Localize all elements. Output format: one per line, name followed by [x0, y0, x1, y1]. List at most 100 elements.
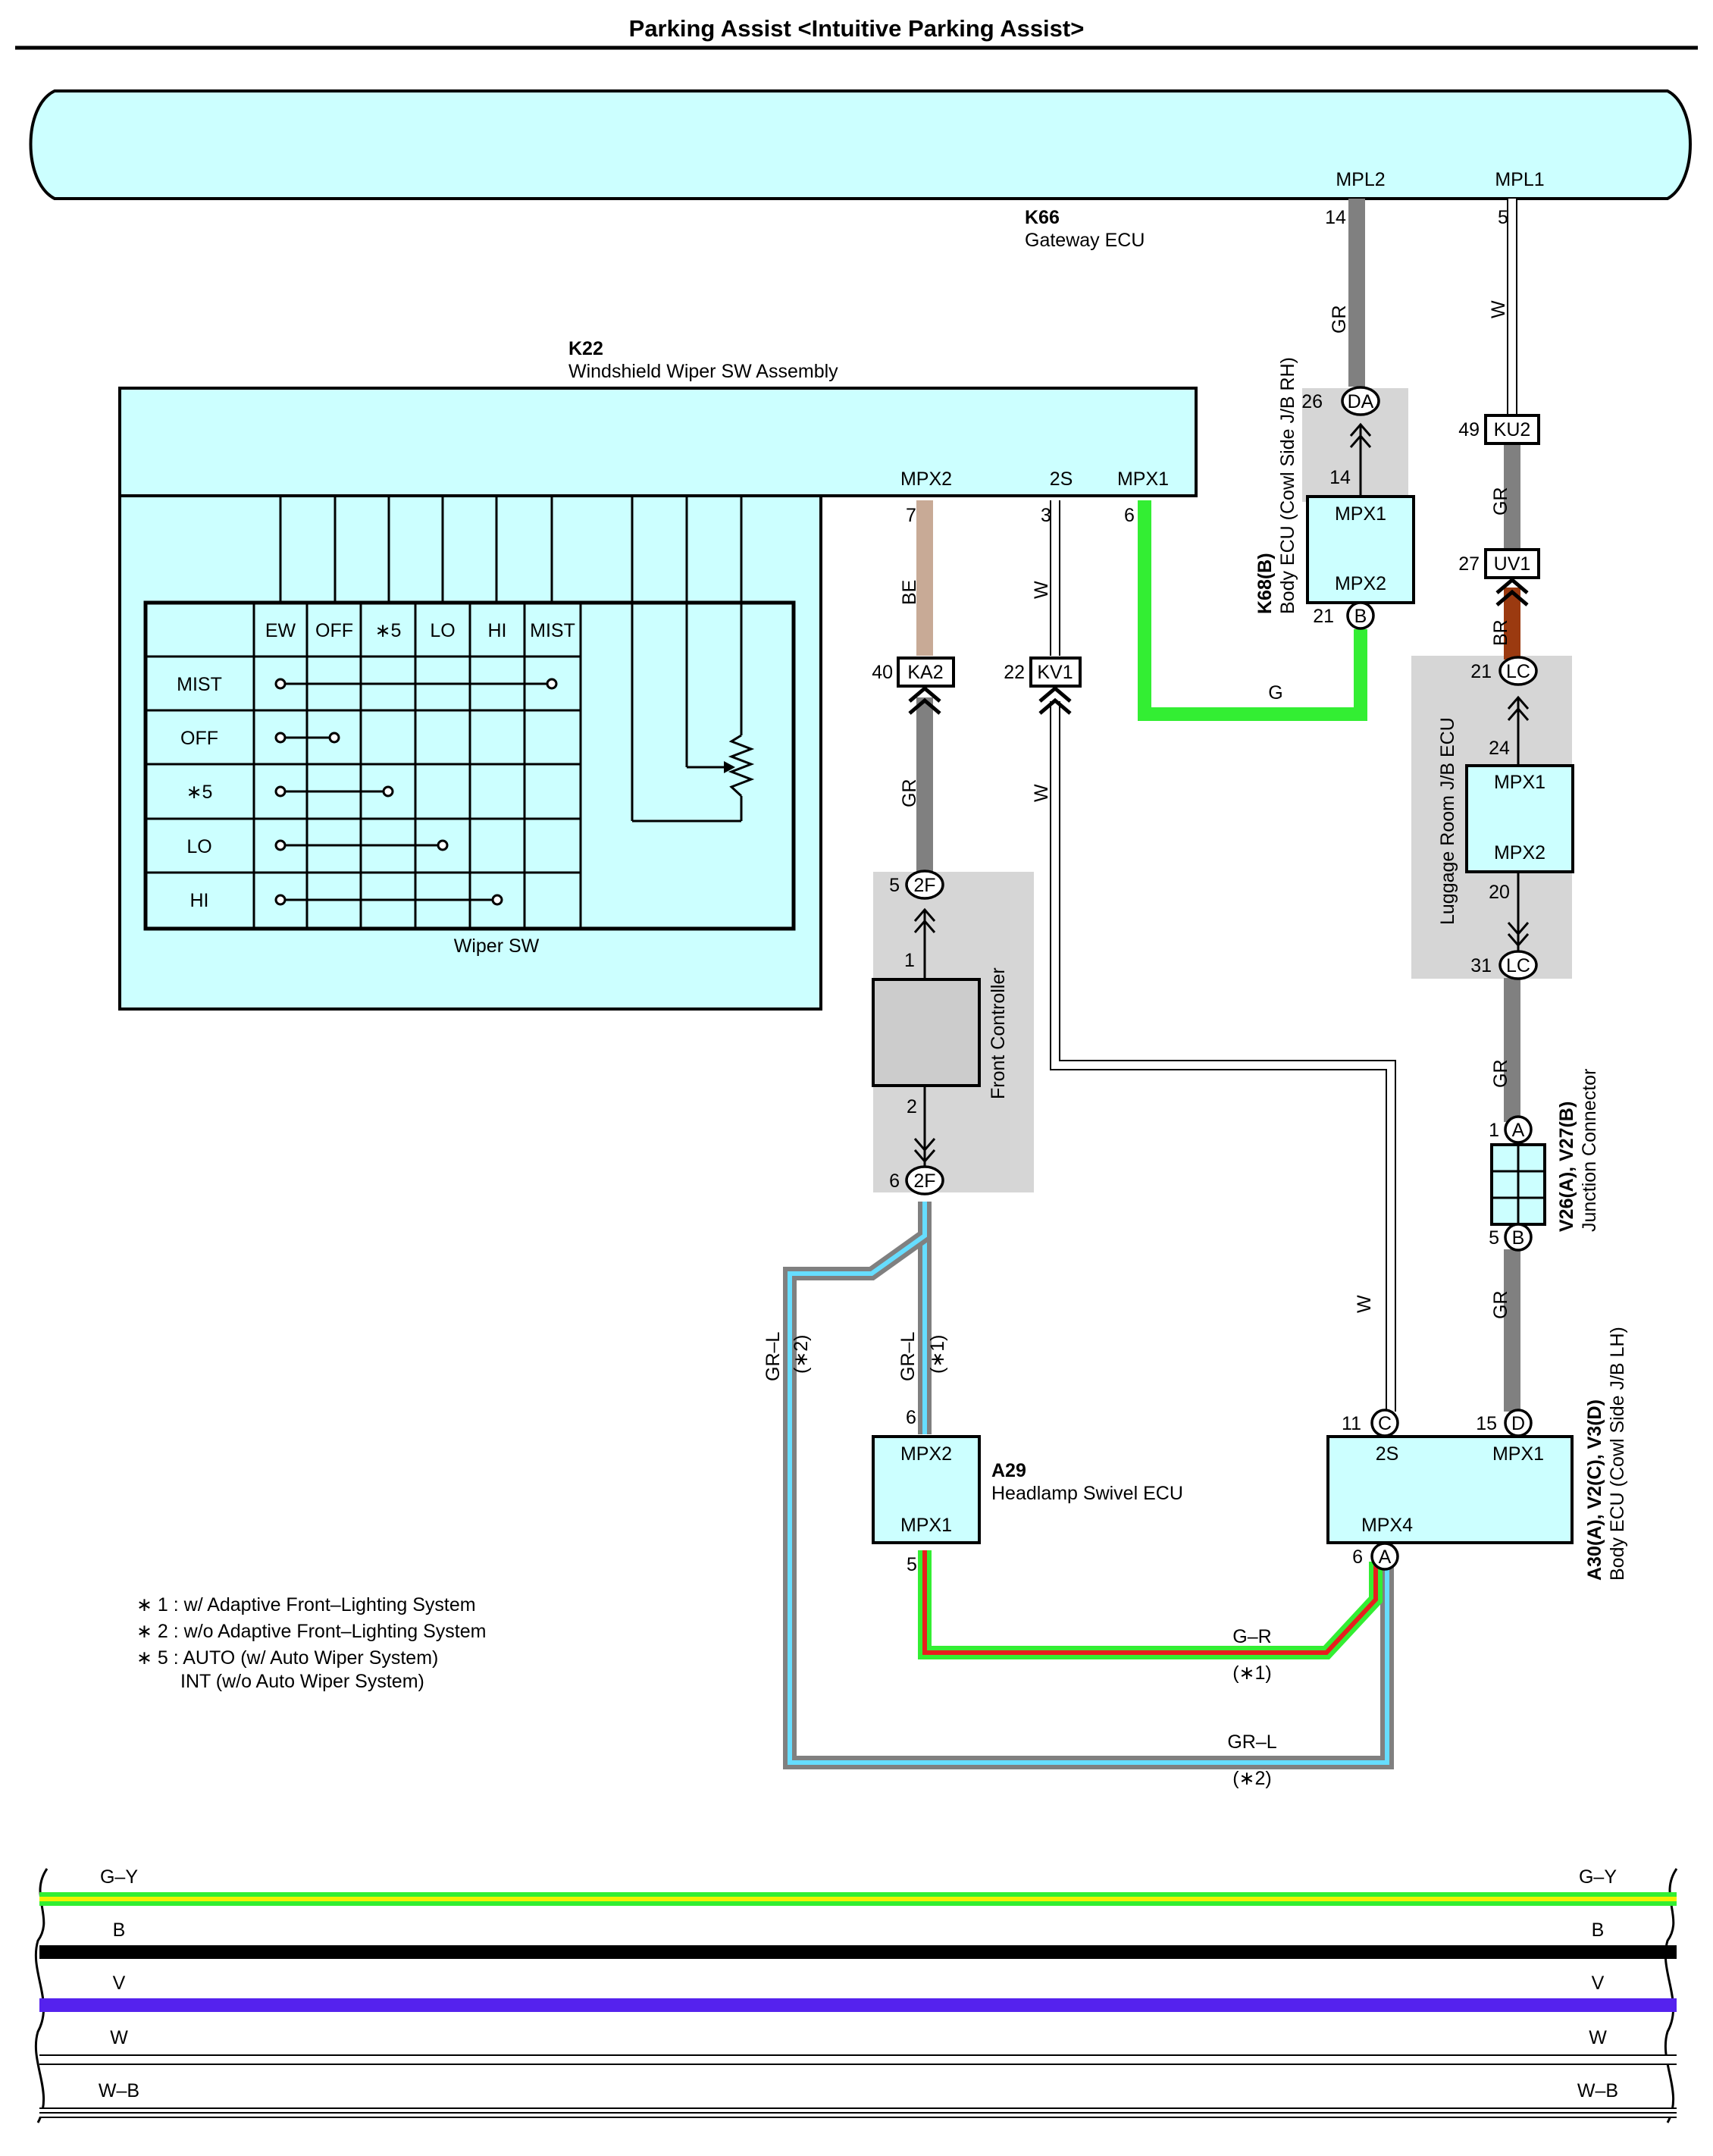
pin-6-2f: 6: [889, 1170, 900, 1192]
front-controller-name: Front Controller: [988, 967, 1009, 1099]
wiper-row-mist: MIST: [177, 674, 222, 695]
wire-label-g: G: [1268, 682, 1282, 704]
k68-da-arrow: [1349, 422, 1372, 448]
junction-pin-b: [1504, 1223, 1533, 1252]
a29-pin-mpx1: MPX1: [900, 1515, 952, 1536]
pin-6-a30: 6: [1352, 1546, 1363, 1568]
k68-pin-mpx2: MPX2: [1335, 573, 1386, 594]
wire-label-a30-w: W: [1354, 1295, 1375, 1313]
fc-in-arrow: [913, 907, 936, 933]
wire-label-junction-gr: GR: [1490, 1291, 1511, 1320]
wire-label-ku2-gr: GR: [1490, 487, 1511, 516]
pin-11: 11: [1342, 1413, 1361, 1434]
k22-pin-2s: 2S: [1050, 468, 1073, 490]
connector-2f-top: [905, 870, 944, 900]
bus-label-w-left: W: [110, 2027, 128, 2048]
resistor-symbol: [728, 734, 755, 798]
a30-code: A30(A), V2(C), V3(D): [1584, 1399, 1605, 1581]
pin-40: 40: [872, 662, 893, 683]
a29-code: A29: [991, 1460, 1026, 1481]
wiper-switch: EW OFF ∗5 LO HI MIST MIST OFF ∗5 LO HI W…: [143, 496, 796, 957]
wire-label-mpl2-gr: GR: [1329, 306, 1350, 334]
bus-label-v-left: V: [113, 1973, 126, 1994]
gateway-ecu-bus: [29, 89, 1692, 200]
front-controller-box: [872, 978, 981, 1087]
k22-pin-mpx2: MPX2: [900, 468, 952, 490]
junction-pin-a-label: A: [1512, 1120, 1525, 1141]
wire-label-be: BE: [899, 580, 920, 605]
k68-pin-14: 14: [1329, 467, 1351, 488]
a30-pin-mpx4: MPX4: [1361, 1515, 1413, 1536]
lc-bot-arrow: [1507, 922, 1530, 948]
wire-note-gr-r: (∗1): [1232, 1662, 1272, 1684]
wire-kv1-a30-w-outline: [1050, 701, 1396, 1412]
connector-da: [1341, 386, 1380, 416]
wiper-switch-grid: [146, 603, 581, 929]
wiper-col-ew: EW: [265, 620, 296, 641]
connector-lc-top: [1498, 656, 1538, 686]
luggage-pin-mpx1: MPX1: [1494, 772, 1545, 793]
connector-2f-bottom: [905, 1165, 944, 1196]
uv1-arrow: [1495, 577, 1529, 606]
wire-note-left: (∗2): [791, 1334, 812, 1374]
bus-label-w-right: W: [1589, 2027, 1607, 2048]
bus-wire-bundle: G–Y G–Y B B V V W W W–B W–B: [34, 1866, 1678, 2123]
ka2-arrow: [908, 685, 941, 715]
a30-pin-mpx1: MPX1: [1492, 1443, 1544, 1465]
wire-label-grl-a29: GR–L: [897, 1332, 919, 1381]
pin-49: 49: [1458, 419, 1480, 440]
a30-pin-2s: 2S: [1376, 1443, 1399, 1465]
wire-label-2s-w: W: [1031, 581, 1052, 599]
wire-2f-a30-grl-stripe: [788, 1202, 1389, 1765]
connector-ku2: [1484, 414, 1540, 445]
pin-1-junction: 1: [1489, 1120, 1499, 1141]
wire-a29-a30-gr: [918, 1550, 1383, 1659]
note-1: ∗ 1 : w/ Adaptive Front–Lighting System: [136, 1594, 476, 1615]
wire-kv1-a30-w: [1051, 701, 1395, 1412]
wiper-row-hi: HI: [190, 890, 209, 911]
pin-6-a29: 6: [906, 1407, 916, 1428]
bus-label-gy-left: G–Y: [100, 1866, 138, 1888]
a30-connector-a-label: A: [1379, 1546, 1392, 1568]
k66-code: K66: [1025, 207, 1060, 228]
pin-5-junction: 5: [1489, 1227, 1499, 1249]
connector-uv1-label: UV1: [1494, 553, 1531, 575]
bus-left-cap: [34, 1868, 49, 2123]
a29-box: [872, 1435, 981, 1544]
wire-note-a29: (∗1): [927, 1334, 948, 1374]
pin-31: 31: [1470, 955, 1492, 976]
wiper-col-off: OFF: [315, 620, 353, 641]
pin-15: 15: [1476, 1413, 1497, 1434]
pin-21-k68: 21: [1313, 606, 1334, 627]
wiper-row-lo: LO: [186, 836, 211, 857]
a30-connector-a: [1370, 1542, 1399, 1571]
connector-kv1: [1029, 657, 1082, 688]
connector-ka2-label: KA2: [907, 662, 943, 683]
luggage-pin-mpx2: MPX2: [1494, 842, 1545, 863]
junction-grid: [1492, 1145, 1545, 1224]
a29-pin-mpx2: MPX2: [900, 1443, 952, 1465]
luggage-jb-name: Luggage Room J/B ECU: [1437, 717, 1458, 925]
a30-connector-d-label: D: [1511, 1413, 1525, 1434]
wire-k22-mpx1-g: [1138, 500, 1367, 721]
wiper-sw-label: Wiper SW: [454, 935, 540, 957]
connector-k68-b: [1346, 601, 1375, 630]
wiper-arrow: [724, 761, 735, 773]
k22-pin-mpx1: MPX1: [1117, 468, 1169, 490]
luggage-jb-box: [1465, 764, 1574, 873]
junction-pin-b-label: B: [1512, 1227, 1525, 1249]
k22-name: Windshield Wiper SW Assembly: [568, 361, 838, 382]
note-2: ∗ 2 : w/o Adaptive Front–Lighting System: [136, 1621, 486, 1642]
pin-2-fc: 2: [907, 1096, 917, 1117]
connector-2f-top-label: 2F: [913, 875, 935, 896]
k68-pin-mpx1: MPX1: [1335, 503, 1386, 525]
page-title: Parking Assist <Intuitive Parking Assist…: [629, 15, 1085, 42]
pin-1-fc: 1: [904, 950, 915, 971]
lc-top-arrow: [1507, 695, 1530, 721]
wire-label-mpl1-w: W: [1488, 300, 1509, 318]
wire-label-grl-bottom: GR–L: [1227, 1731, 1276, 1753]
wire-note-grl-bottom: (∗2): [1232, 1768, 1272, 1789]
a30-name: Body ECU (Cowl Side J/B LH): [1607, 1327, 1628, 1581]
wire-label-lc-gr: GR: [1490, 1060, 1511, 1089]
